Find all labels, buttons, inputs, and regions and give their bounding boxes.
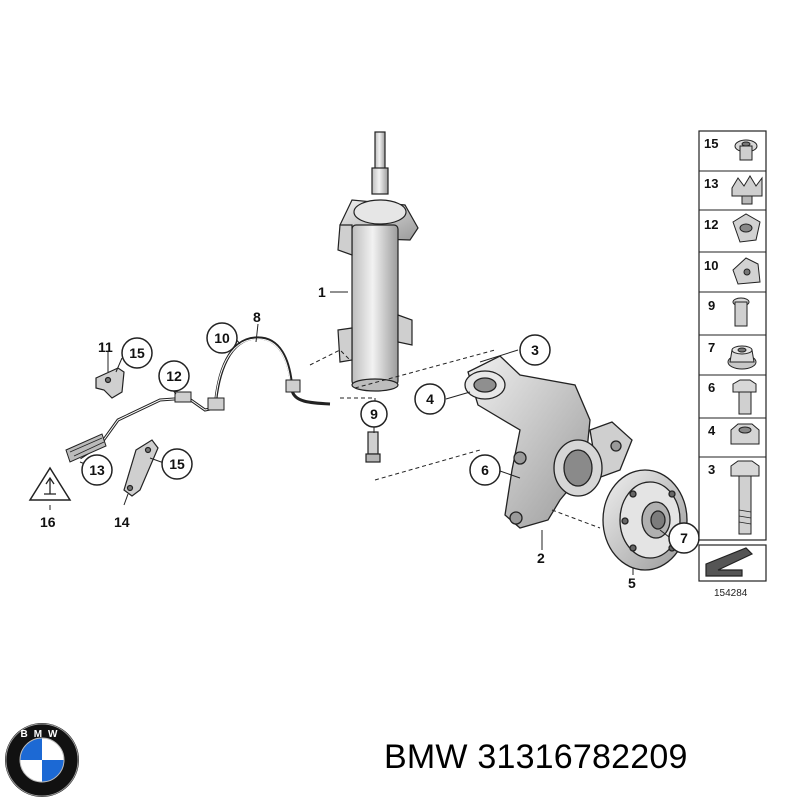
callout-11-label: 11 [98, 339, 113, 355]
callout-14: 14 [114, 514, 130, 530]
diagram-reference-number: 154284 [714, 588, 748, 599]
callout-9: 9 [360, 400, 388, 428]
callout-14-label: 14 [114, 514, 130, 530]
wheel-hub [602, 469, 688, 571]
callout-16-label: 16 [40, 514, 56, 530]
legend-number: 6 [708, 380, 715, 395]
abs-sensor-lead [65, 336, 331, 463]
cable-clip-icon [731, 175, 763, 205]
callout-6: 6 [469, 454, 501, 486]
bracket-14 [123, 439, 159, 497]
callout-12-label: 12 [166, 368, 182, 384]
callout-9-label: 9 [370, 406, 378, 422]
bracket-clip-icon [732, 257, 761, 285]
callout-7-label: 7 [680, 530, 688, 546]
legend-number: 15 [704, 136, 718, 151]
arrow-icon [698, 544, 767, 582]
torx-bolt-icon [734, 139, 758, 161]
legend-row: 13 [704, 175, 763, 205]
bmw-logo: BMW [5, 723, 79, 797]
legend-number: 10 [704, 258, 718, 273]
collar-nut-icon [727, 345, 757, 370]
part-number: 31316782209 [477, 738, 688, 776]
callout-4-label: 4 [426, 391, 434, 407]
callout-15-label: 15 [129, 345, 145, 361]
legend-row: 7 [708, 340, 757, 370]
legend-number: 9 [708, 298, 715, 313]
callout-13-label: 13 [89, 462, 105, 478]
part-title: BMW 31316782209 [384, 738, 688, 777]
legend-number: 4 [708, 423, 716, 438]
callout-8: 8 [253, 309, 261, 325]
callout-7: 7 [668, 522, 700, 554]
abs-sensor [365, 431, 381, 463]
callout-1-label: 1 [318, 284, 326, 300]
hex-bolt-icon [732, 379, 757, 415]
short-bolt-icon [732, 297, 750, 327]
legend-number: 12 [704, 217, 718, 232]
callout-15: 15 [121, 337, 153, 369]
hex-nut-icon [730, 423, 760, 445]
callout-11: 11 [98, 339, 113, 355]
grommet-icon [732, 213, 761, 243]
callout-1: 1 [318, 284, 326, 300]
legend-row: 10 [704, 257, 761, 285]
leader-lines [49, 291, 670, 575]
callout-8-label: 8 [253, 309, 261, 325]
legend-row: 4 [708, 423, 760, 445]
svg-text:BMW: BMW [21, 729, 64, 740]
long-bolt-icon [730, 460, 760, 535]
shock-absorber [337, 131, 419, 392]
callout-5: 5 [628, 575, 636, 591]
callout-4: 4 [414, 383, 446, 415]
callout-10: 10 [206, 322, 238, 354]
callout-15: 15 [161, 448, 193, 480]
parts-legend: 15 13 12 10 [698, 130, 767, 541]
callout-12: 12 [158, 360, 190, 392]
esd-warning-icon [28, 466, 72, 501]
wheel-carrier [464, 355, 633, 529]
callout-2-label: 2 [537, 550, 545, 566]
legend-row: 6 [708, 379, 757, 415]
callout-16: 16 [40, 514, 56, 530]
callout-13: 13 [81, 454, 113, 486]
callout-5-label: 5 [628, 575, 636, 591]
callout-15-label: 15 [169, 456, 185, 472]
bracket-11 [95, 367, 125, 399]
callout-3: 3 [519, 334, 551, 366]
callout-10-label: 10 [214, 330, 230, 346]
legend-row: 12 [704, 213, 761, 243]
legend-number: 13 [704, 176, 718, 191]
callout-6-label: 6 [481, 462, 489, 478]
callout-2: 2 [537, 550, 545, 566]
brand-name: BMW [384, 738, 468, 776]
legend-row: 9 [708, 297, 750, 327]
legend-number: 7 [708, 340, 715, 355]
legend-number: 3 [708, 462, 715, 477]
legend-row: 15 [704, 136, 758, 161]
callout-3-label: 3 [531, 342, 539, 358]
legend-row: 3 [708, 460, 760, 535]
